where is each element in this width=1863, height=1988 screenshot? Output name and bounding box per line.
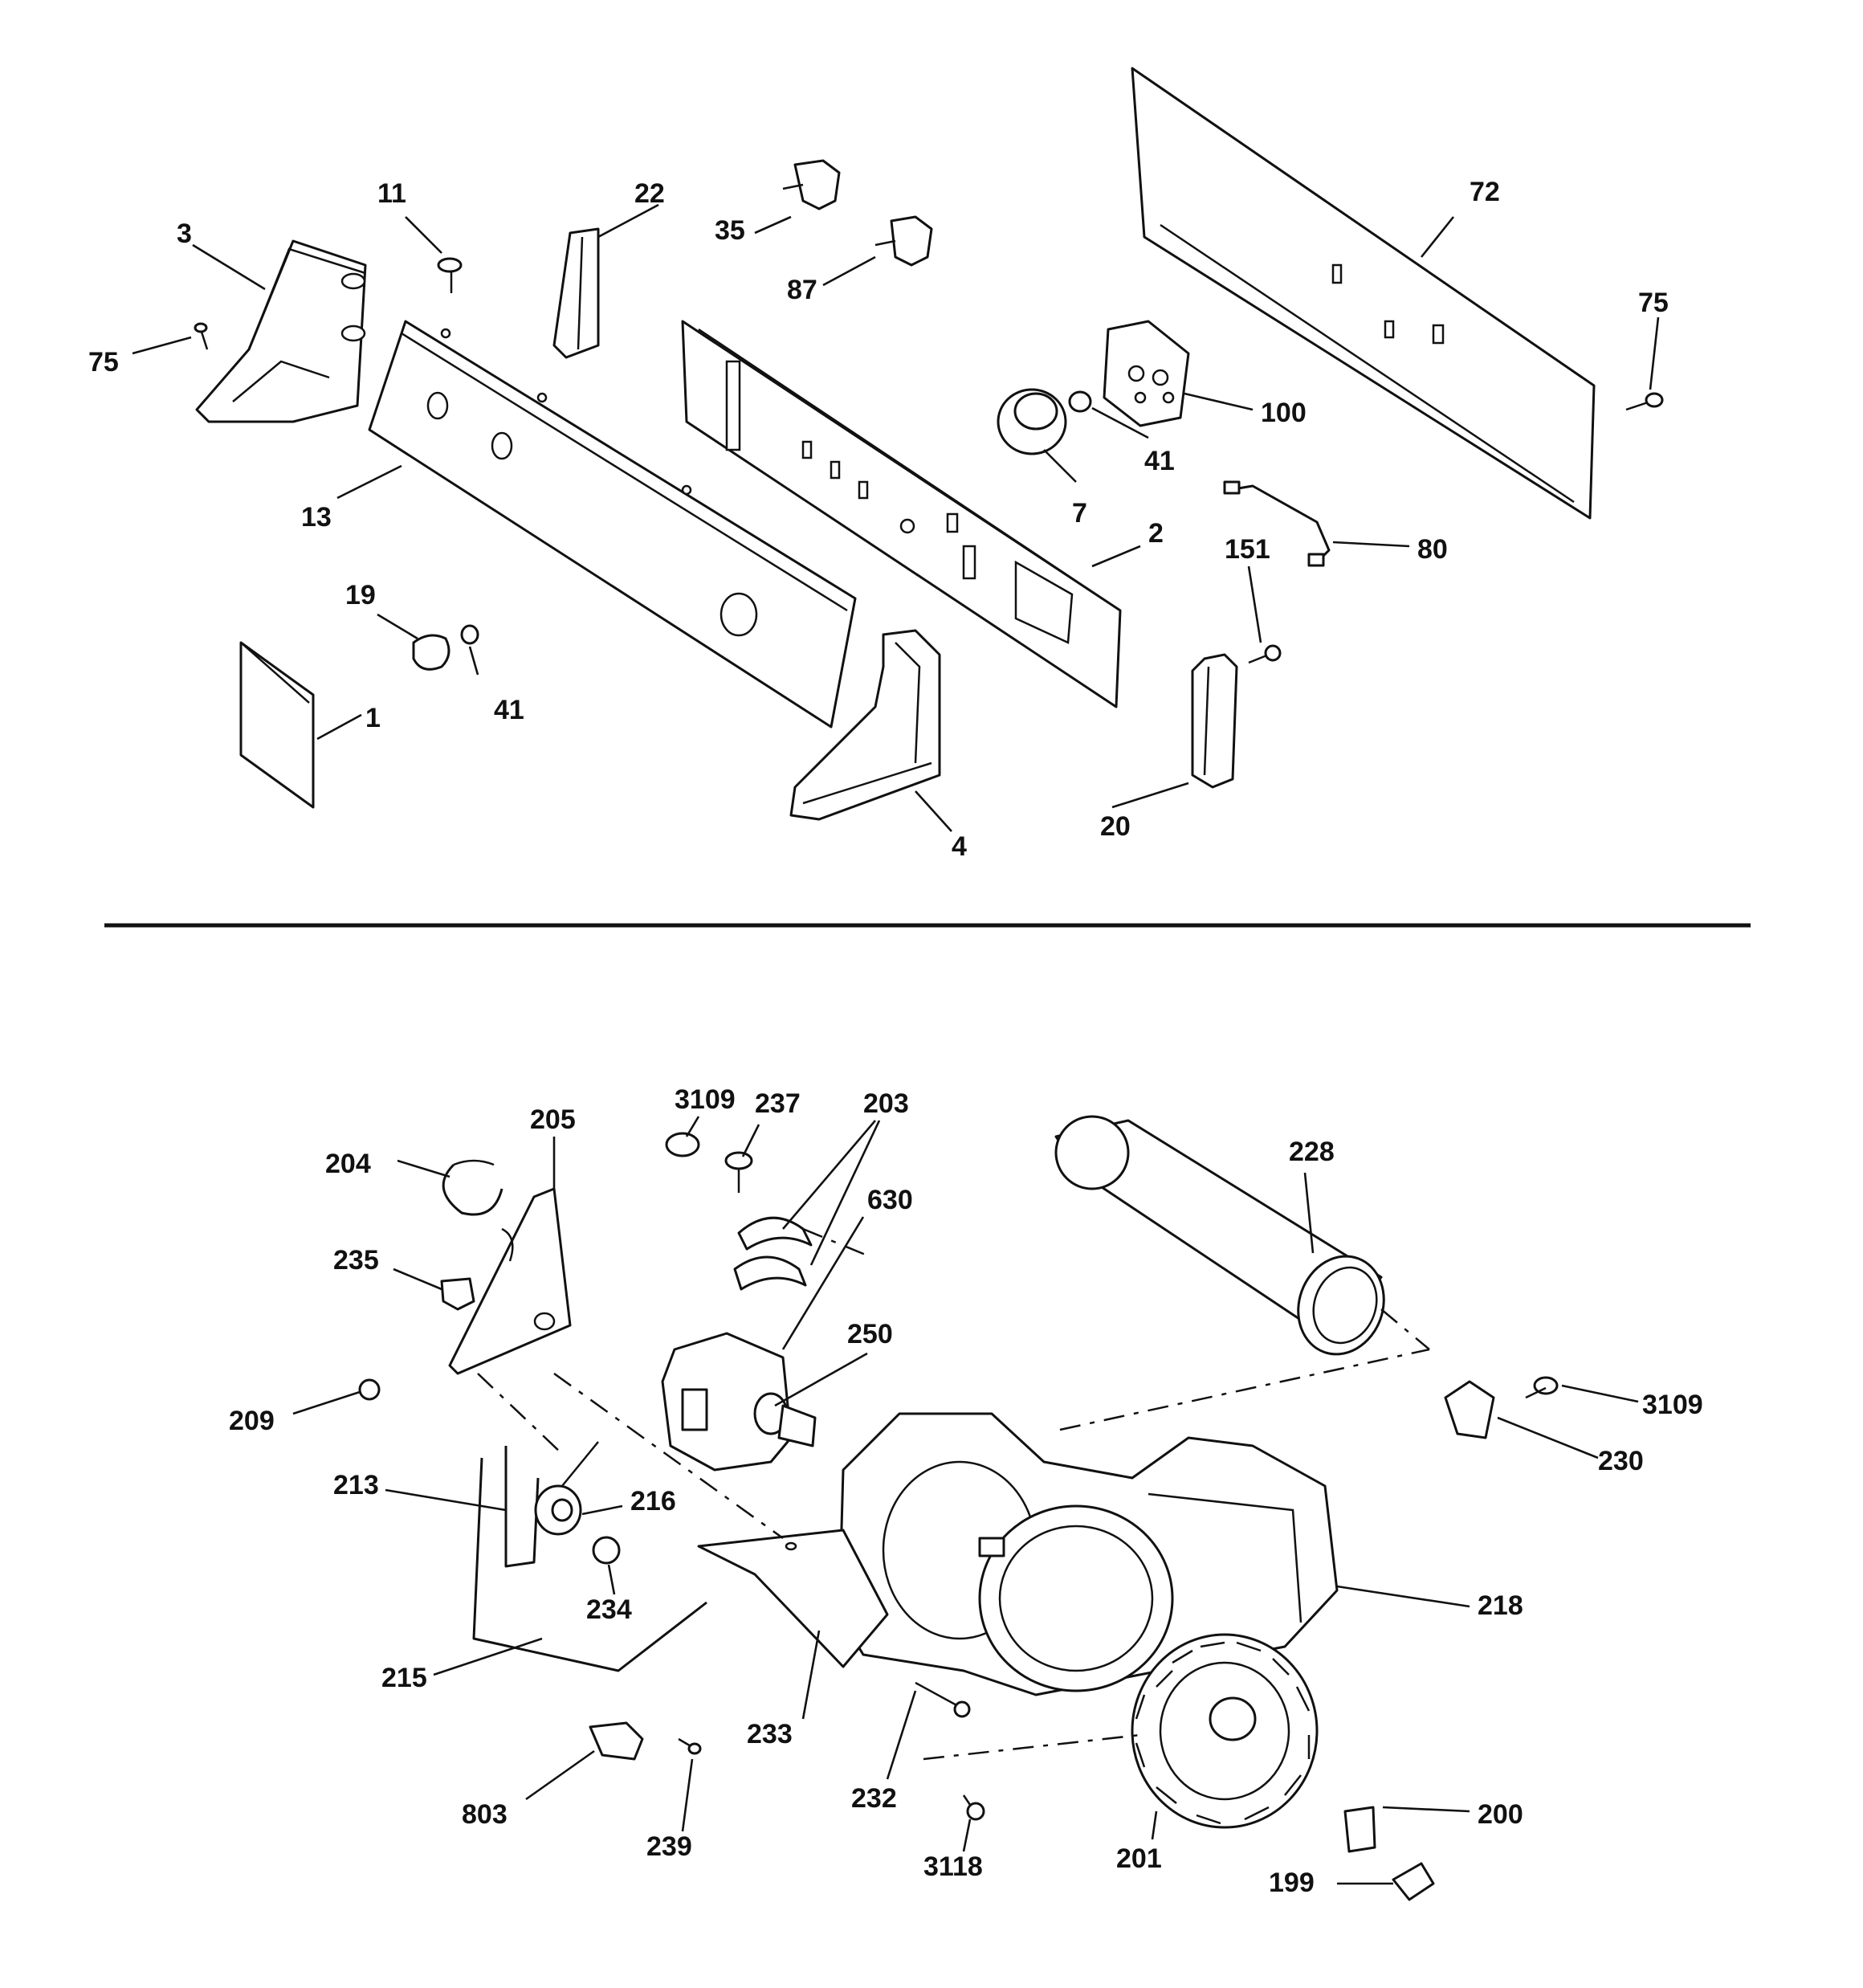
bottom-leader-lines (292, 1116, 1639, 1885)
part-19-knob (412, 634, 450, 671)
part-209-nut (358, 1378, 381, 1401)
part-235-fastener (440, 1277, 475, 1311)
callout-41-top: 41 (1144, 446, 1175, 476)
part-203-clamp-lower (733, 1255, 807, 1291)
part-80-wire-harness (1223, 480, 1331, 567)
callout-204: 204 (325, 1149, 371, 1179)
part-250-drive-motor (661, 1332, 817, 1472)
part-232-bolt (915, 1681, 971, 1718)
part-151-screw (1248, 644, 1282, 664)
callout-4: 4 (952, 831, 967, 862)
part-205-motor-mount (448, 1187, 572, 1375)
callout-215: 215 (381, 1663, 427, 1693)
callout-200: 200 (1478, 1799, 1523, 1830)
part-3109-fastener-right (1525, 1376, 1559, 1399)
part-20-right-trim (1191, 653, 1238, 789)
part-7-timer-knob (997, 388, 1067, 455)
callout-20: 20 (1100, 811, 1131, 842)
callout-218: 218 (1478, 1590, 1523, 1621)
callout-232: 232 (851, 1783, 897, 1814)
part-35-switch (782, 159, 841, 210)
part-200-clip (1343, 1806, 1376, 1853)
part-22-left-trim (552, 227, 600, 359)
part-218-blower-housing (838, 1412, 1339, 1696)
part-237-fastener (724, 1151, 753, 1193)
callout-239: 239 (646, 1831, 692, 1862)
callout-203: 203 (863, 1088, 909, 1119)
callout-2: 2 (1148, 518, 1164, 549)
part-3118-screw (962, 1794, 985, 1821)
callout-80: 80 (1417, 534, 1448, 565)
callout-75-left: 75 (88, 347, 119, 378)
part-1-literature-envelope (239, 641, 315, 809)
callout-22: 22 (634, 178, 665, 209)
callout-13: 13 (301, 502, 332, 533)
part-228-exhaust-duct (1054, 1115, 1385, 1356)
part-233-bracket (697, 1529, 889, 1668)
callout-250: 250 (847, 1319, 893, 1349)
callout-19: 19 (345, 580, 376, 610)
part-201-blower-wheel (1131, 1633, 1319, 1829)
callout-228: 228 (1289, 1137, 1335, 1167)
callout-labels: 3 11 22 35 87 72 75 75 100 41 7 13 2 80 … (88, 177, 1703, 1898)
callout-803: 803 (462, 1799, 508, 1830)
part-75-screw-right (1625, 392, 1664, 411)
part-2-control-panel-frame (681, 320, 1122, 708)
callout-209: 209 (229, 1406, 275, 1436)
callout-216: 216 (630, 1486, 676, 1517)
part-230-clip (1444, 1380, 1495, 1439)
part-239-screw (678, 1737, 702, 1755)
callout-7: 7 (1072, 498, 1087, 529)
callout-3118: 3118 (923, 1851, 983, 1882)
callout-87: 87 (787, 275, 817, 305)
part-4-right-end-cap (789, 629, 941, 821)
callout-233: 233 (747, 1719, 793, 1749)
part-100-timer (1103, 320, 1190, 427)
callout-100: 100 (1261, 398, 1307, 428)
part-13-control-panel-front (368, 320, 857, 729)
callout-230: 230 (1598, 1446, 1644, 1476)
callout-234: 234 (586, 1594, 632, 1625)
callout-213: 213 (333, 1470, 379, 1500)
part-11-screw (437, 257, 463, 293)
part-213-idler-spring (504, 1446, 540, 1568)
part-216-idler-pulley (534, 1441, 599, 1536)
callout-3109-right: 3109 (1642, 1390, 1703, 1420)
part-3109-fastener-left (665, 1132, 700, 1157)
part-204-clip (442, 1159, 503, 1216)
callout-1: 1 (365, 703, 381, 733)
part-3-left-end-cap (195, 239, 367, 423)
part-72-backsplash-rear-panel (1131, 67, 1596, 520)
callout-11: 11 (377, 178, 406, 209)
callout-630: 630 (867, 1185, 913, 1215)
callout-199: 199 (1269, 1868, 1315, 1898)
part-75-screw-left (194, 322, 209, 350)
assembly-dashed-lines (477, 1227, 1430, 1761)
part-87-switch (874, 215, 933, 267)
part-203-clamp-upper (737, 1216, 813, 1251)
callout-235: 235 (333, 1245, 379, 1276)
part-199-screw (1392, 1862, 1435, 1901)
callout-151: 151 (1225, 534, 1270, 565)
part-803-switch (589, 1721, 644, 1761)
callout-35: 35 (715, 215, 745, 246)
callout-72: 72 (1470, 177, 1500, 207)
callout-75-right: 75 (1638, 288, 1669, 318)
part-41-knob-clip-lower (460, 624, 479, 645)
callout-201: 201 (1116, 1843, 1162, 1874)
part-215-idler-arm (472, 1457, 707, 1672)
callout-205: 205 (530, 1104, 576, 1135)
callout-3109-left: 3109 (675, 1084, 736, 1115)
callout-3: 3 (177, 218, 192, 249)
top-leader-lines (132, 203, 1660, 832)
callout-237: 237 (755, 1088, 801, 1119)
part-234-nut (592, 1536, 621, 1565)
callout-41-lower: 41 (494, 695, 524, 725)
part-41-knob-clip (1068, 390, 1092, 413)
